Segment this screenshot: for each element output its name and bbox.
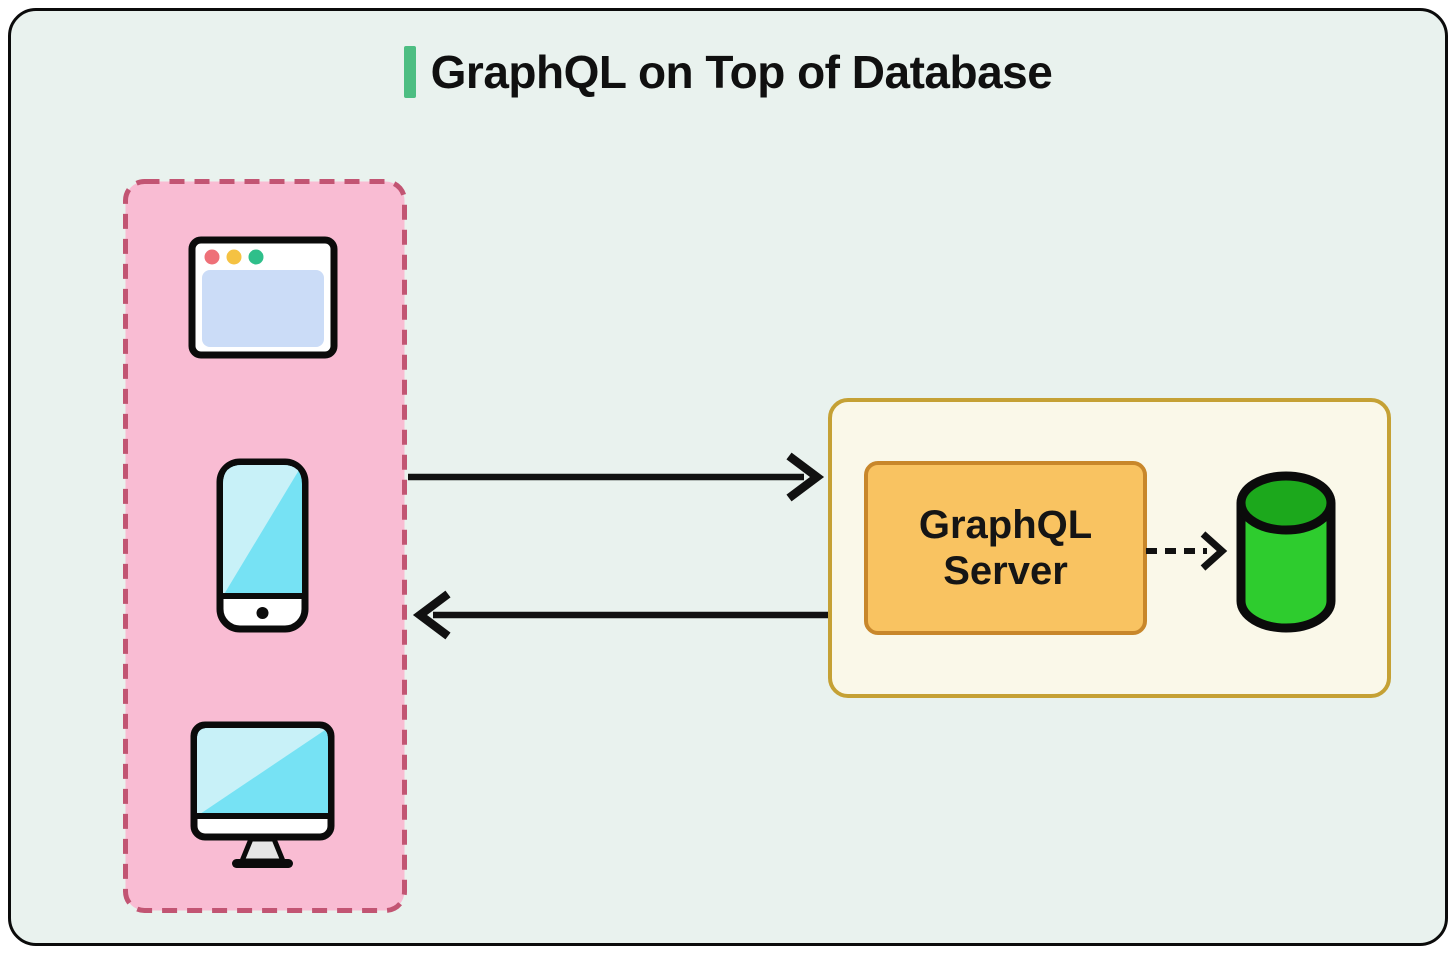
server-to-clients-arrow (412, 590, 829, 640)
desktop-monitor-icon (190, 721, 335, 876)
browser-window-icon (188, 236, 338, 364)
clients-to-server-arrow (408, 452, 825, 502)
graphql-server-label: GraphQL Server (918, 503, 1093, 593)
clients-group (123, 179, 407, 913)
diagram-card: GraphQL on Top of Database (8, 8, 1448, 946)
page-title: GraphQL on Top of Database (430, 46, 1053, 98)
database-cylinder-icon (1231, 467, 1341, 642)
server-to-database-arrow (1146, 531, 1228, 571)
graphql-server-node: GraphQL Server (864, 461, 1147, 635)
smartphone-icon (216, 458, 309, 638)
title-row: GraphQL on Top of Database (11, 45, 1445, 99)
title-accent-bar (403, 46, 416, 98)
server-group: GraphQL Server (828, 398, 1391, 698)
